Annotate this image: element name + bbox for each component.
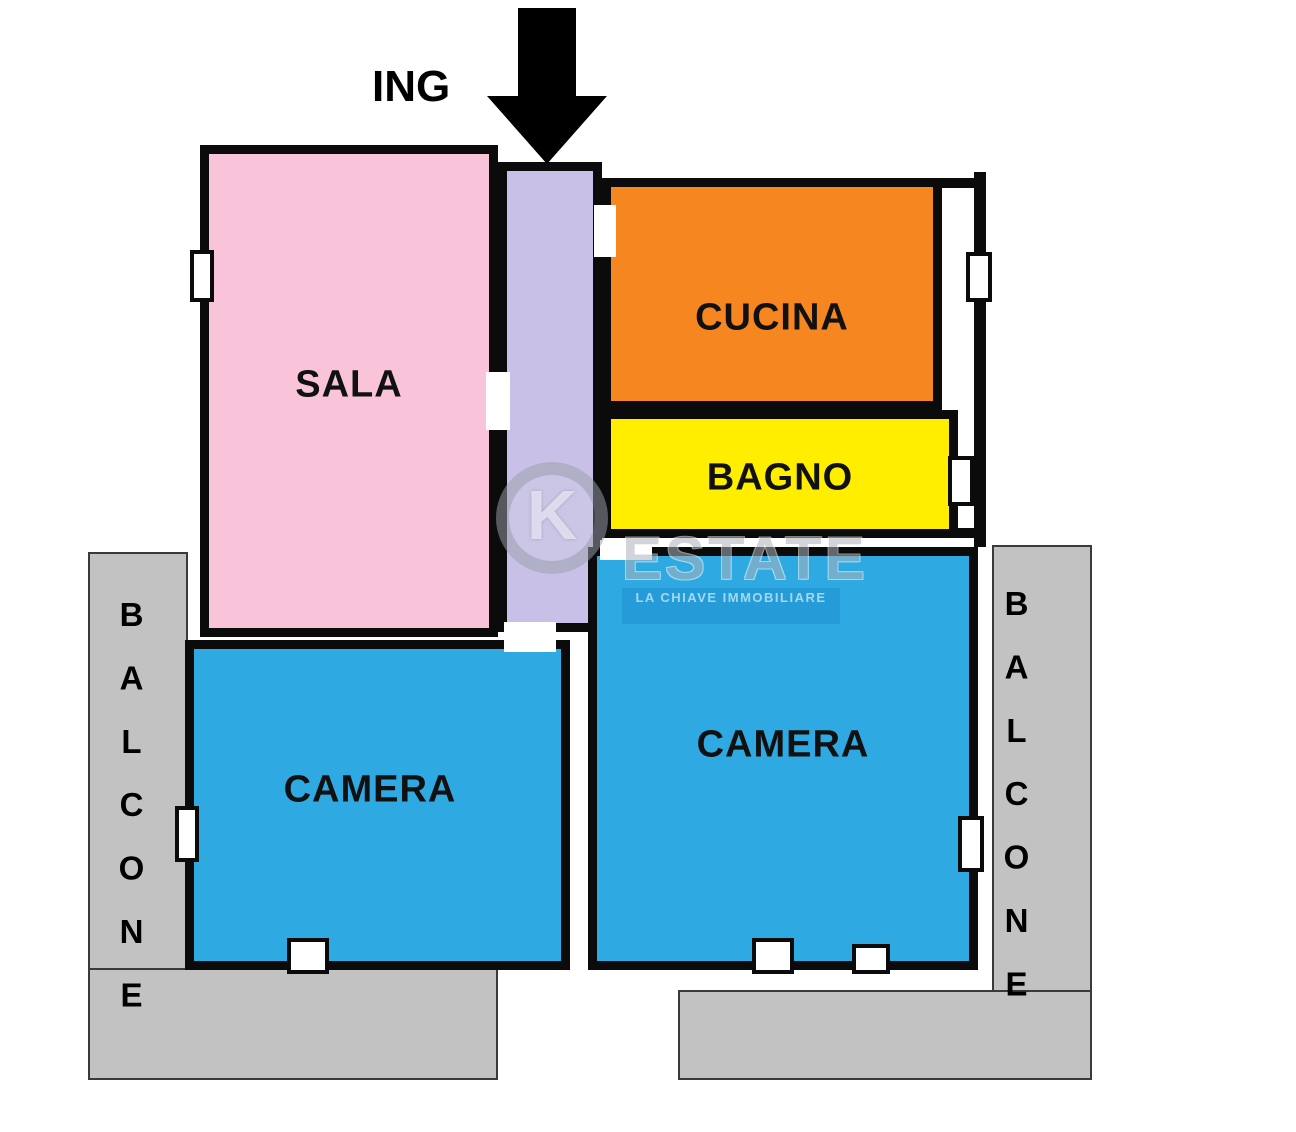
room-camera-left (185, 640, 570, 970)
door-gap-sala-ingresso (486, 372, 510, 430)
camera-left-label: CAMERA (283, 768, 457, 811)
balcony-left-joint (100, 970, 195, 1076)
window-notch-camera-right (958, 816, 984, 872)
door-threshold-camera-right-1 (752, 938, 794, 974)
window-notch-cucina (966, 252, 992, 302)
cucina-label: CUCINA (695, 296, 849, 339)
window-notch-sala (190, 250, 214, 302)
outer-wall-connector-top (936, 178, 986, 188)
sala-label: SALA (295, 363, 403, 406)
outer-wall-right (974, 172, 986, 547)
balcony-right-joint (994, 994, 1088, 1076)
balcony-left-label: BALCONE (113, 596, 150, 1040)
door-threshold-camera-left (287, 938, 329, 974)
entrance-label: ING (372, 62, 451, 111)
window-notch-camera-left (175, 806, 199, 862)
door-gap-ingresso-camera-left (504, 622, 556, 652)
outer-wall-connector-mid (952, 528, 986, 538)
entrance-arrow-icon (487, 8, 607, 164)
bagno-label: BAGNO (706, 456, 854, 499)
room-cucina (602, 178, 942, 410)
camera-right-label: CAMERA (696, 723, 870, 766)
balcony-right-label: BALCONE (998, 585, 1035, 1029)
room-bagno (602, 410, 958, 538)
room-camera-right (588, 547, 978, 970)
window-notch-bagno (948, 456, 974, 506)
room-ingresso (498, 162, 602, 632)
door-gap-cucina (594, 205, 616, 257)
door-gap-camera-right (600, 540, 652, 560)
door-threshold-camera-right-2 (852, 944, 890, 974)
